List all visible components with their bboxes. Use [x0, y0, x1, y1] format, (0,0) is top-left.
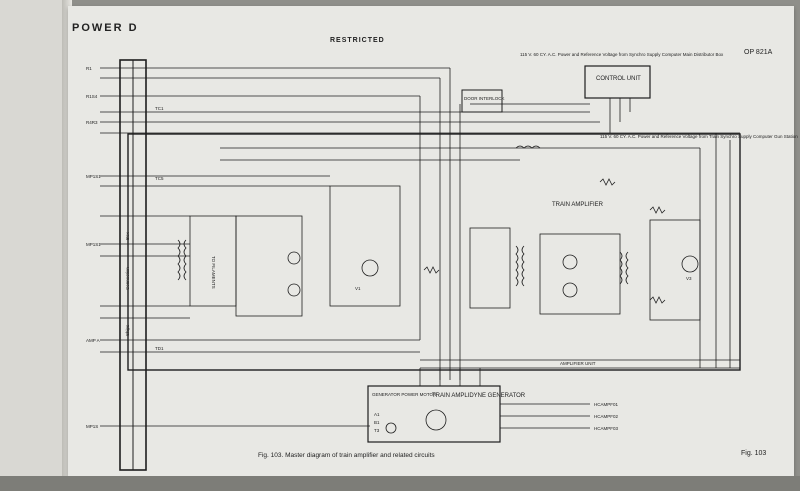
left-terminal-label: AMP A — [86, 338, 100, 343]
generator-power-motor-label: GENERATOR POWER MOTOR — [372, 392, 437, 397]
amplifier-unit-label: AMPLIFIER UNIT — [560, 361, 596, 366]
left-terminal-label: R4R3 — [86, 120, 98, 125]
book-spine — [62, 0, 72, 491]
amplifier-unit-frame — [127, 133, 741, 371]
generator-output-label: HCAMPF02 — [594, 414, 619, 419]
tube-label: V1 — [355, 286, 361, 291]
left-page — [0, 0, 68, 491]
bus-label-box: Box — [125, 231, 130, 240]
terminal-tag: TC1 — [155, 106, 164, 111]
control-unit-box — [584, 65, 651, 99]
motor-terminal-label: T3 — [374, 428, 380, 433]
generator-output-label: HCAMPF03 — [594, 426, 619, 431]
filaments-label: TO FILAMENTS — [211, 256, 216, 289]
tube-label: V3 — [686, 276, 692, 281]
left-terminal-label: MP1S1 — [86, 242, 101, 247]
left-terminal-label: R1 — [86, 66, 92, 71]
bus-label-connection: Connection — [125, 267, 130, 290]
bus-label-ships: Ships — [125, 324, 130, 336]
restricted-stamp: RESTRICTED — [330, 37, 385, 44]
running-head: POWER D — [72, 22, 139, 34]
train-amplifier-label: TRAIN AMPLIFIER — [552, 202, 604, 208]
figure-number: Fig. 103 — [741, 450, 767, 457]
door-interlock-box — [461, 89, 503, 113]
rectifier-block — [235, 215, 303, 317]
table-shadow — [0, 476, 800, 491]
foldout-page — [68, 6, 794, 476]
motor-terminal-label: A1 — [374, 412, 380, 417]
amplidyne-generator-box — [367, 385, 501, 443]
terminal-tag: TC5 — [155, 176, 164, 181]
supply-note-right: 115 V. 60 CY. A.C. Power and Reference V… — [600, 134, 798, 139]
tube-v1 — [361, 259, 379, 277]
supply-note-top: 115 V. 60 CY. A.C. Power and Reference V… — [520, 52, 724, 57]
terminal-tag: TD1 — [155, 346, 164, 351]
left-terminal-label: MP1S — [86, 424, 98, 429]
figure-caption: Fig. 103. Master diagram of train amplif… — [258, 452, 435, 459]
generator-armature — [425, 409, 447, 431]
motor-terminal-label: B1 — [374, 420, 380, 425]
control-unit-label: CONTROL UNIT — [596, 76, 641, 82]
left-terminal-label: R1S4 — [86, 94, 98, 99]
generator-output-label: HCAMPF01 — [594, 402, 619, 407]
train-amplidyne-generator-label: TRAIN AMPLIDYNE GENERATOR — [432, 393, 526, 399]
door-interlock-label: DOOR INTERLOCK — [464, 96, 505, 101]
left-terminal-label: MP1S1 — [86, 174, 101, 179]
publication-ref: OP 821A — [744, 49, 773, 56]
